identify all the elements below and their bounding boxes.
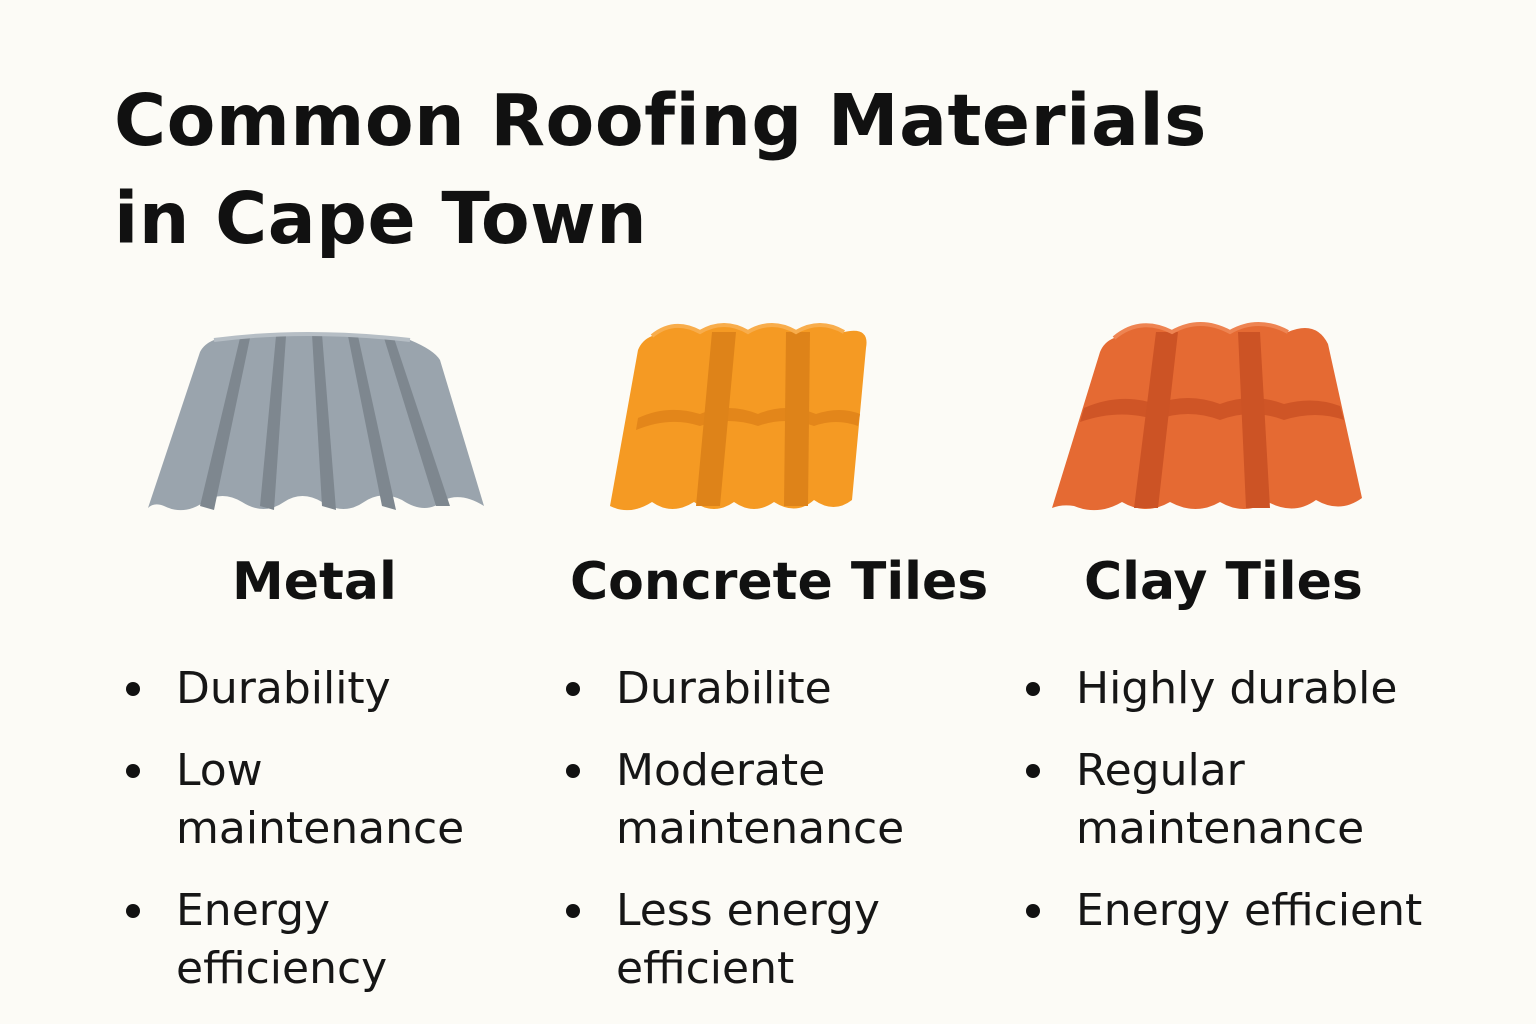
feature-text: Moderate maintenance	[616, 745, 905, 854]
feature-text: Durability	[176, 663, 391, 714]
feature-text: Energy efficiency	[176, 885, 388, 994]
page-title: Common Roofing Materials in Cape Town	[114, 72, 1207, 268]
concrete-roof-tiles-icon	[608, 310, 888, 530]
feature-list: Durability Low maintenance Energy effici…	[120, 660, 506, 1022]
feature-list: Highly durable Regular maintenance Energ…	[1020, 660, 1476, 964]
list-item: Energy efficient	[1020, 882, 1476, 940]
list-item: Durabilite	[560, 660, 946, 718]
feature-text: Energy efficient	[1076, 885, 1423, 936]
feature-list: Durabilite Moderate maintenance Less ene…	[560, 660, 946, 1022]
feature-text: Durabilite	[616, 663, 832, 714]
list-item: Less energy efficient	[560, 882, 946, 998]
list-item: Durability	[120, 660, 506, 718]
material-name: Metal	[232, 552, 397, 612]
corrugated-metal-sheet-icon	[144, 310, 494, 530]
material-name: Clay Tiles	[1084, 552, 1363, 612]
material-name: Concrete Tiles	[570, 552, 989, 612]
list-item: Moderate maintenance	[560, 742, 946, 858]
page-title-line-1: Common Roofing Materials	[114, 79, 1207, 162]
feature-text: Low maintenance	[176, 745, 465, 854]
list-item: Low maintenance	[120, 742, 506, 858]
list-item: Energy efficiency	[120, 882, 506, 998]
page-title-line-2: in Cape Town	[114, 177, 648, 260]
clay-roof-tiles-icon	[1044, 310, 1374, 530]
feature-text: Regular maintenance	[1076, 745, 1365, 854]
feature-text: Highly durable	[1076, 663, 1398, 714]
feature-text: Less energy efficient	[616, 885, 880, 994]
list-item: Regular maintenance	[1020, 742, 1476, 858]
list-item: Highly durable	[1020, 660, 1476, 718]
